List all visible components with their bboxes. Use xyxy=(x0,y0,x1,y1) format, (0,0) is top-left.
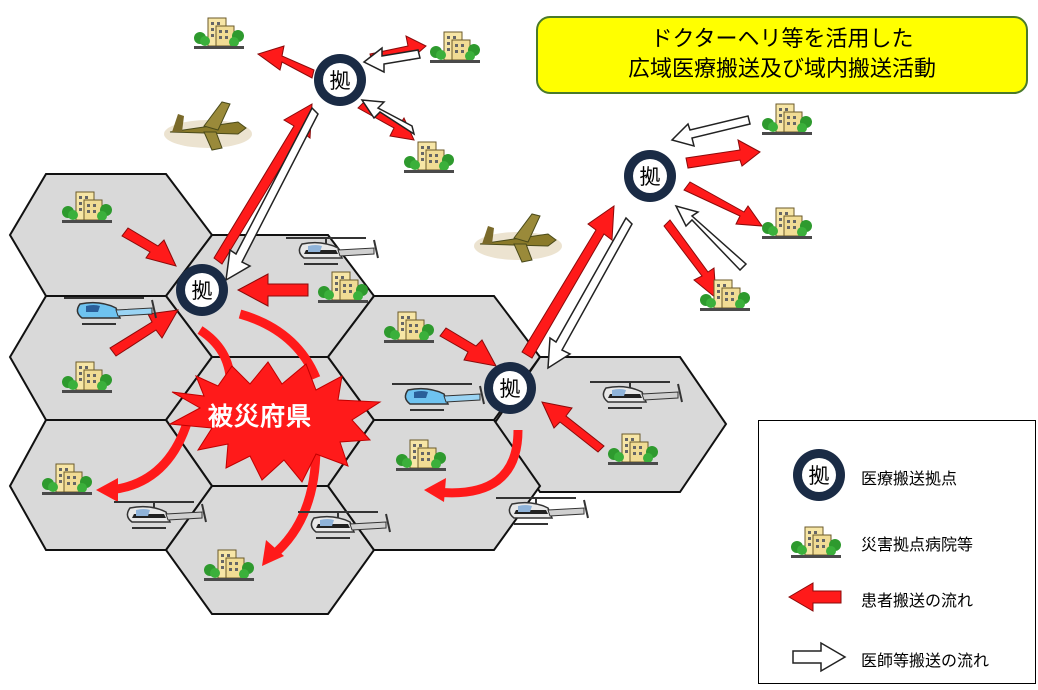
legend-label-hospital: 災害拠点病院等 xyxy=(861,535,974,554)
legend-label-patient: 患者搬送の流れ xyxy=(861,591,974,610)
red-arrow-icon xyxy=(788,582,842,612)
patient-arrows xyxy=(109,35,764,453)
hub-circle-icon xyxy=(624,150,676,202)
hospital-icon xyxy=(403,141,455,174)
legend: 拠 医療搬送拠点 災害拠点病院等 患者搬送の流れ 医師等搬送の流れ xyxy=(758,420,1036,684)
airplane-icon xyxy=(473,213,563,263)
legend-label-doctor: 医師等搬送の流れ xyxy=(861,651,990,670)
title-line-2: 広域医療搬送及び域内搬送活動 xyxy=(627,57,936,82)
svg-text:拠: 拠 xyxy=(809,464,830,488)
hub-circle-icon xyxy=(314,54,366,106)
hospital-icon xyxy=(761,103,813,136)
title-box: ドクターヘリ等を活用した 広域医療搬送及び域内搬送活動 xyxy=(536,16,1028,94)
hub-circle-icon xyxy=(484,362,536,414)
hub-circle-icon: 拠 xyxy=(793,449,845,501)
title-line-1: ドクターヘリ等を活用した xyxy=(650,27,914,52)
curved-patient-arrows xyxy=(109,309,523,560)
white-arrow-icon xyxy=(792,641,847,673)
legend-icons: 拠 xyxy=(788,449,847,673)
hospital-icon xyxy=(761,207,813,240)
hospital-icon xyxy=(429,31,481,64)
doctor-arrows xyxy=(225,46,751,370)
hub-circle-icon xyxy=(176,264,228,316)
curved-arrow-heads xyxy=(96,478,446,566)
damage-burst-shape xyxy=(168,361,382,483)
hospital-icon xyxy=(193,17,245,50)
airplane-icon xyxy=(163,101,253,151)
hospital-icon xyxy=(790,526,842,559)
legend-label-hub: 医療搬送拠点 xyxy=(861,469,958,488)
damage-area-label: 被災府県 xyxy=(208,402,313,431)
